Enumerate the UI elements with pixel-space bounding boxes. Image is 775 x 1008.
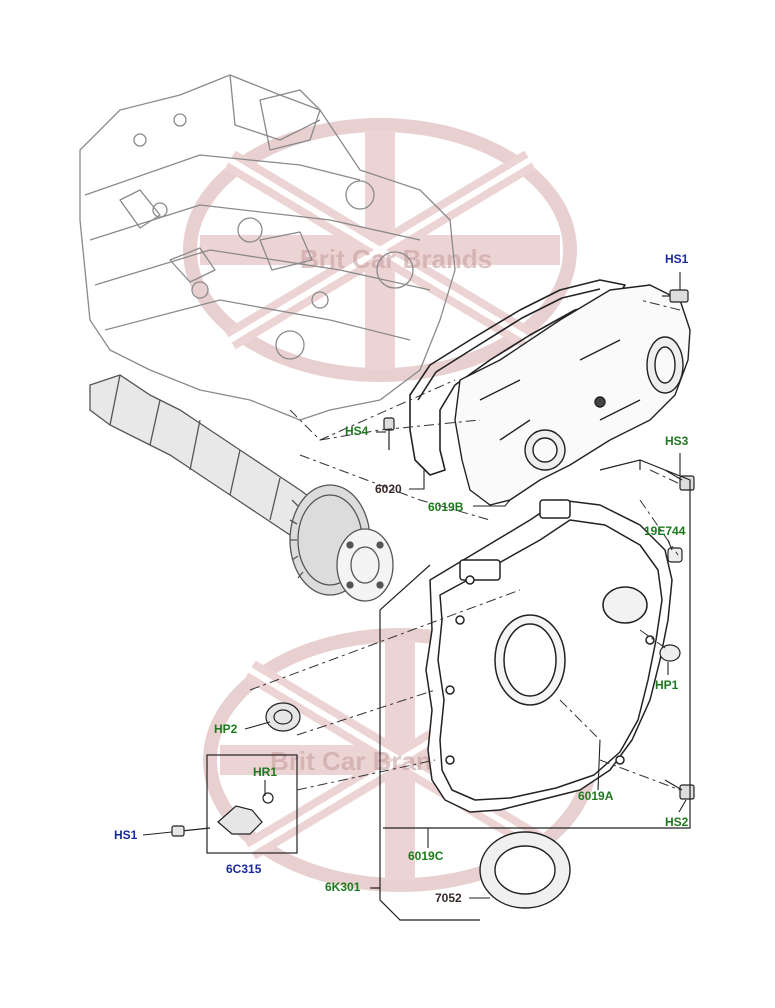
seal-7052-drawing (479, 831, 571, 909)
label-6019b: 6019B (428, 500, 464, 514)
label-hp1: HP1 (655, 678, 679, 692)
bracket-lines (372, 459, 691, 921)
label-hs2: HS2 (665, 815, 689, 829)
label-hr1: HR1 (253, 765, 278, 779)
label-hs1-left: HS1 (114, 828, 138, 842)
plug-hp2-drawing (265, 702, 301, 732)
leader-lines (142, 272, 687, 899)
gasket-6020-drawing (409, 279, 626, 476)
watermark-text-top: Brit Car Brands (300, 244, 492, 274)
watermark-logo-top (183, 118, 577, 382)
label-6k301: 6K301 (325, 880, 361, 894)
crankshaft-drawing (89, 374, 394, 602)
label-hs1-top: HS1 (665, 252, 689, 266)
engine-block-drawing (79, 74, 456, 421)
label-7052: 7052 (435, 891, 462, 905)
sensor-6c315-drawing (171, 792, 274, 837)
cover-6019b-drawing (454, 284, 691, 506)
sensor-box (206, 754, 298, 854)
dashed-assembly-lines (249, 299, 681, 791)
bolt-hs4-drawing (383, 417, 395, 450)
label-hs3: HS3 (665, 434, 689, 448)
label-hs4: HS4 (345, 424, 369, 438)
label-6019a: 6019A (578, 789, 614, 803)
label-6019c: 6019C (408, 849, 444, 863)
timing-cover-6019a-drawing (425, 499, 673, 813)
label-6020: 6020 (375, 482, 402, 496)
label-19e744: 19E744 (644, 524, 686, 538)
plug-19e744-drawing (667, 547, 683, 563)
plug-hp1-drawing (659, 644, 681, 662)
label-hp2: HP2 (214, 722, 238, 736)
bolt-hs1-top-drawing (662, 289, 689, 303)
label-6c315: 6C315 (226, 862, 262, 876)
